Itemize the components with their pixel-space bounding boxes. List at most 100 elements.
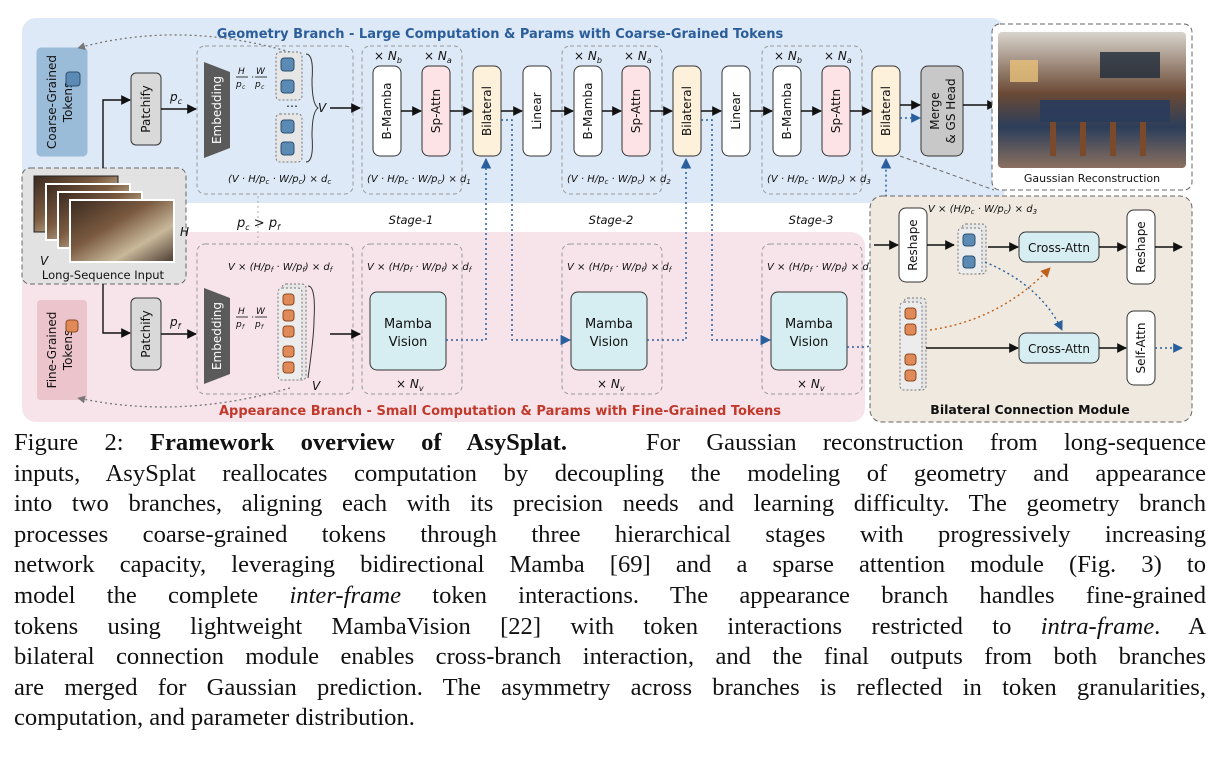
module-reshape-1-label: Reshape <box>906 219 920 270</box>
stage2-nb: × Nb <box>574 49 602 65</box>
stage1-nb: × Nb <box>374 49 402 65</box>
stage3-appearance-panel <box>761 243 863 395</box>
stage1-appearance-shape: V × (H/pf · W/pf) × df <box>367 262 473 274</box>
coarse-tokens-label-1: Coarse-Grained <box>45 55 59 149</box>
input-to-fine-patchify <box>102 284 131 338</box>
caption-figure-label: Figure 2: <box>14 429 124 456</box>
coarse-patchify-label: Patchify <box>139 85 153 132</box>
stage1-na: × Na <box>424 49 452 65</box>
svg-text:⋯: ⋯ <box>286 99 298 113</box>
caption-line-6: model the complete inter-frame token int… <box>14 581 1206 609</box>
stage1-bmamba-label: B-Mamba <box>380 83 394 140</box>
bilateral2-to-appearance3 <box>701 119 772 346</box>
caption-line-8: bilateral connection module enables cros… <box>14 643 1206 671</box>
figure-caption: Figure 2: Framework overview of AsySplat… <box>14 428 1206 734</box>
bilateral3-box <box>871 65 901 157</box>
coarse-token-icon <box>65 71 81 87</box>
bilateral-module-connector <box>899 155 995 191</box>
caption-line-7: tokens using lightweight MambaVision [22… <box>14 612 1207 640</box>
caption-line-2: inputs, AsySplat reallocates computation… <box>14 459 1206 487</box>
stage3-label: Stage-3 <box>789 213 834 227</box>
caption-title: Framework overview of AsySplat. <box>149 429 567 456</box>
gaussian-reconstruction-image <box>998 32 1186 168</box>
stage3-bmamba-label: B-Mamba <box>780 83 794 140</box>
fine-embedding-block <box>204 288 230 384</box>
stage2-bmamba-label: B-Mamba <box>581 83 595 140</box>
gs-head-label: & GS Head <box>944 78 958 143</box>
appearance1-to-bilateral1 <box>446 157 492 341</box>
stage2-mambavision-label-1: Mamba <box>585 317 633 332</box>
svg-text:p: p <box>235 320 242 330</box>
module-reshape-2-label: Reshape <box>1134 221 1148 272</box>
appearance-branch-title: Appearance Branch - Small Computation & … <box>219 404 781 419</box>
svg-text:H: H <box>238 307 245 317</box>
fine-brace <box>307 285 315 379</box>
stage3-mambavision-label-1: Mamba <box>785 317 833 332</box>
stage2-na: × Na <box>624 49 652 65</box>
caption-line-10: computation, and parameter distribution. <box>14 704 415 732</box>
coarse-embedding-block <box>204 62 230 158</box>
stage1-nv: × Nv <box>396 377 424 393</box>
stage2-appearance-panel <box>561 243 663 395</box>
stage1-geometry-panel <box>361 45 463 195</box>
gaussian-reconstruction-label: Gaussian Reconstruction <box>1024 172 1160 185</box>
caption-line-5: network capacity, leveraging bidirection… <box>14 551 1206 579</box>
input-label: Long-Sequence Input <box>42 268 165 282</box>
stage2-appearance-shape: V × (H/pf · W/pf) × df <box>567 262 673 274</box>
stage3-mambavision-label-2: Vision <box>790 335 829 350</box>
pc-gt-pf-label: pc > pf <box>236 216 281 232</box>
merge-label: Merge <box>928 92 942 129</box>
svg-text:c: c <box>261 84 265 91</box>
fine-shape-label: V × (H/pf · W/pf) × df <box>228 262 334 274</box>
bilateral1-label: Bilateral <box>480 86 494 136</box>
fine-patchify-label: Patchify <box>139 310 153 357</box>
stage1-mambavision-label-1: Mamba <box>384 317 432 332</box>
svg-text:·: · <box>251 313 254 323</box>
stage3-nb: × Nb <box>774 49 802 65</box>
stage3-spattn-label: Sp-Attn <box>829 89 843 133</box>
stage2-spattn-label: Sp-Attn <box>629 89 643 133</box>
stage2-mambavision-box <box>570 291 648 371</box>
stage2-label: Stage-2 <box>589 213 634 227</box>
bilateral-module-shape: V × (H/pc · W/pc) × d3 <box>928 204 1037 216</box>
fine-tokens-label-2: Tokens <box>61 330 75 371</box>
stage3-mambavision-box <box>770 291 848 371</box>
fine-token-stack <box>277 283 307 381</box>
fine-to-crossattn1-dotted <box>929 267 1051 331</box>
bilateral-module-label: Bilateral Connection Module <box>930 402 1129 417</box>
stage3-appearance-shape: V × (H/pf · W/pf) × df <box>767 262 873 274</box>
svg-text:c: c <box>242 84 246 91</box>
pc-label: pc <box>169 90 183 106</box>
linear1-label: Linear <box>530 92 544 129</box>
caption-line-9: are merged for Gaussian prediction. The … <box>14 673 1206 701</box>
fine-tokens-label-1: Fine-Grained <box>45 312 59 389</box>
bilateral3-label: Bilateral <box>879 86 893 136</box>
framework-diagram: Geometry Branch - Large Computation & Pa… <box>21 18 1193 423</box>
svg-text:H: H <box>238 67 245 77</box>
svg-text:f: f <box>261 324 264 331</box>
caption-line-1: Figure 2: Framework overview of AsySplat… <box>14 428 1206 459</box>
svg-text:p: p <box>254 320 261 330</box>
fine-embedding-panel <box>196 243 354 395</box>
input-v-label: V <box>40 254 49 268</box>
module-fine-tokens <box>899 297 927 391</box>
svg-text:W: W <box>256 307 266 317</box>
stage1-mambavision-box <box>369 291 447 371</box>
stage3-geometry-panel <box>761 45 863 195</box>
fine-embedding-label: Embedding <box>210 302 224 370</box>
module-coarse-tokens <box>957 223 987 275</box>
coarse-shape-label: (V · H/pc · W/pc) × dc <box>228 174 331 186</box>
coarse-embedding-panel <box>196 45 354 195</box>
stage2-geometry-panel <box>561 45 663 195</box>
stage1-appearance-panel <box>361 243 463 395</box>
module-self-attn-label: Self-Attn <box>1134 323 1148 374</box>
svg-text:W: W <box>256 67 266 77</box>
svg-text:·: · <box>251 73 254 83</box>
stage2-nv: × Nv <box>597 377 625 393</box>
stage3-nv: × Nv <box>797 377 825 393</box>
caption-text-1: For Gaussian reconstruction from long-se… <box>645 429 1206 456</box>
caption-line-4: processes coarse-grained tokens through … <box>14 520 1206 548</box>
coarse-v-label: V <box>318 101 327 115</box>
module-cross-attn-1-label: Cross-Attn <box>1028 241 1090 255</box>
